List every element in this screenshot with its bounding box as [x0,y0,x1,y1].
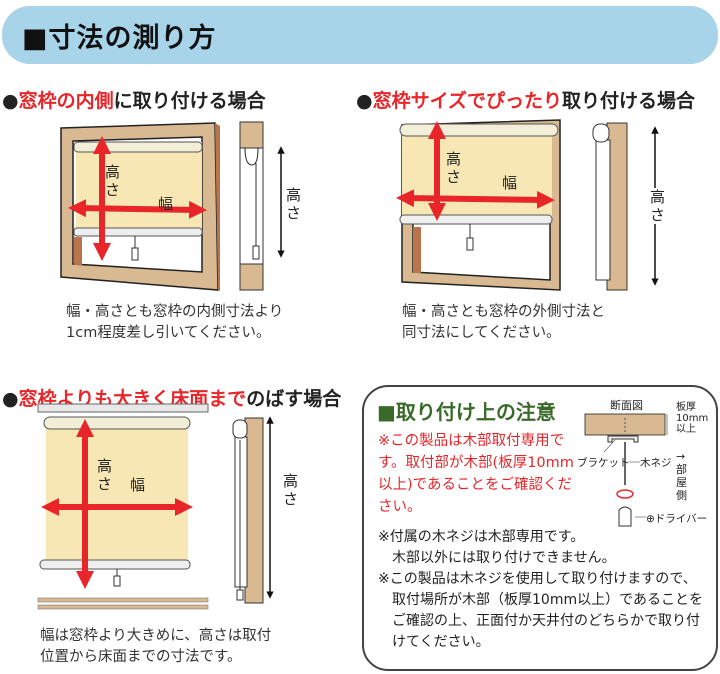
d1-width-label: 幅 [158,195,174,213]
section3-caption: 幅は窓枠より大きめに、高さは取付位置から床面までの寸法です。 [40,626,271,668]
screw-label: 木ネジ [640,457,672,469]
bullet: ● [356,90,373,112]
heading-highlight: 窓枠の内側 [18,90,114,112]
note-line: ご確認の上、正面付か天井付のどちらかで取り付 [378,613,700,629]
caption-line: 1cm程度差し引いてください。 [66,325,271,341]
section1-caption: 幅・高さとも窓枠の内側寸法より 1cm程度差し引いてください。 [66,302,283,344]
note-line: 木部以外には取り付けできません。 [378,550,616,566]
d3-side-height-label: 高さ [283,472,299,508]
notice-box [362,385,718,671]
header-banner [2,6,718,64]
label-char: 屋 [676,476,687,489]
bullet: ● [2,388,19,410]
section2-caption: 幅・高さとも窓枠の外側寸法と同寸法にしてください。 [402,302,605,344]
figure-title: 断面図 [610,399,643,412]
heading-rest: 取り付ける場合 [562,90,696,112]
caption-line: 幅・高さとも窓枠の内側寸法より [66,304,284,320]
page-title: ■寸法の測り方 [22,23,217,54]
heading-highlight: 窓枠サイズでぴったり [372,90,563,112]
heading-rest: のばす場合 [246,388,342,410]
d3-width-label: 幅 [130,476,146,494]
note-line: けてください。 [378,634,490,650]
d2-side-height-label: 高さ [650,188,666,224]
notice-title: ■取り付け上の注意 [377,400,556,424]
note-line: 取付場所が木部（板厚10mm以上）であることを [378,592,703,608]
heading-rest: に取り付ける場合 [113,90,266,112]
label-line: 10mm [676,413,709,424]
d1-side-height-label: 高さ [286,186,302,222]
section1-heading: ●窓枠の内側に取り付ける場合 [2,86,266,113]
notice-notes: ※付属の木ネジは木部専用です。 木部以外には取り付けできません。 ※この製品は木… [378,527,703,653]
d1-height-label: 高さ [105,163,121,199]
caption-line: 位置から床面までの寸法です。 [40,649,242,665]
note-line: ※付属の木ネジは木部専用です。 [378,529,585,545]
diagram-exact-frame [396,119,659,291]
caption-line: 幅・高さとも窓枠の外側寸法と [402,304,605,320]
notice-warning: ※この製品は木部取付専用です。取付部が木部(板厚10mm以上)であることをご確認… [378,433,574,515]
label-line: 板厚 [676,402,696,413]
d3-height-label: 高さ [97,457,113,493]
note-line: ※この製品は木ネジを使用して取り付けますので、 [378,571,697,587]
bracket-label: ブラケット [577,457,630,469]
bullet: ● [2,90,19,112]
d2-width-label: 幅 [502,174,518,192]
driver-label: ⊕ドライバー [646,513,708,525]
diagram-inside-frame [60,121,285,291]
caption-line: 幅は窓枠より大きめに、高さは取付 [40,628,272,644]
arrow-icon: → [676,450,686,463]
label-char: 側 [676,489,687,502]
label-line: 以上 [676,424,696,435]
d2-height-label: 高さ [446,150,462,186]
section2-heading: ●窓枠サイズでぴったり取り付ける場合 [356,86,695,113]
caption-line: 同寸法にしてください。 [402,325,561,341]
room-side-label: →部屋側 [676,450,688,502]
diagram-floor-length [37,403,274,610]
label-char: 部 [676,463,687,476]
